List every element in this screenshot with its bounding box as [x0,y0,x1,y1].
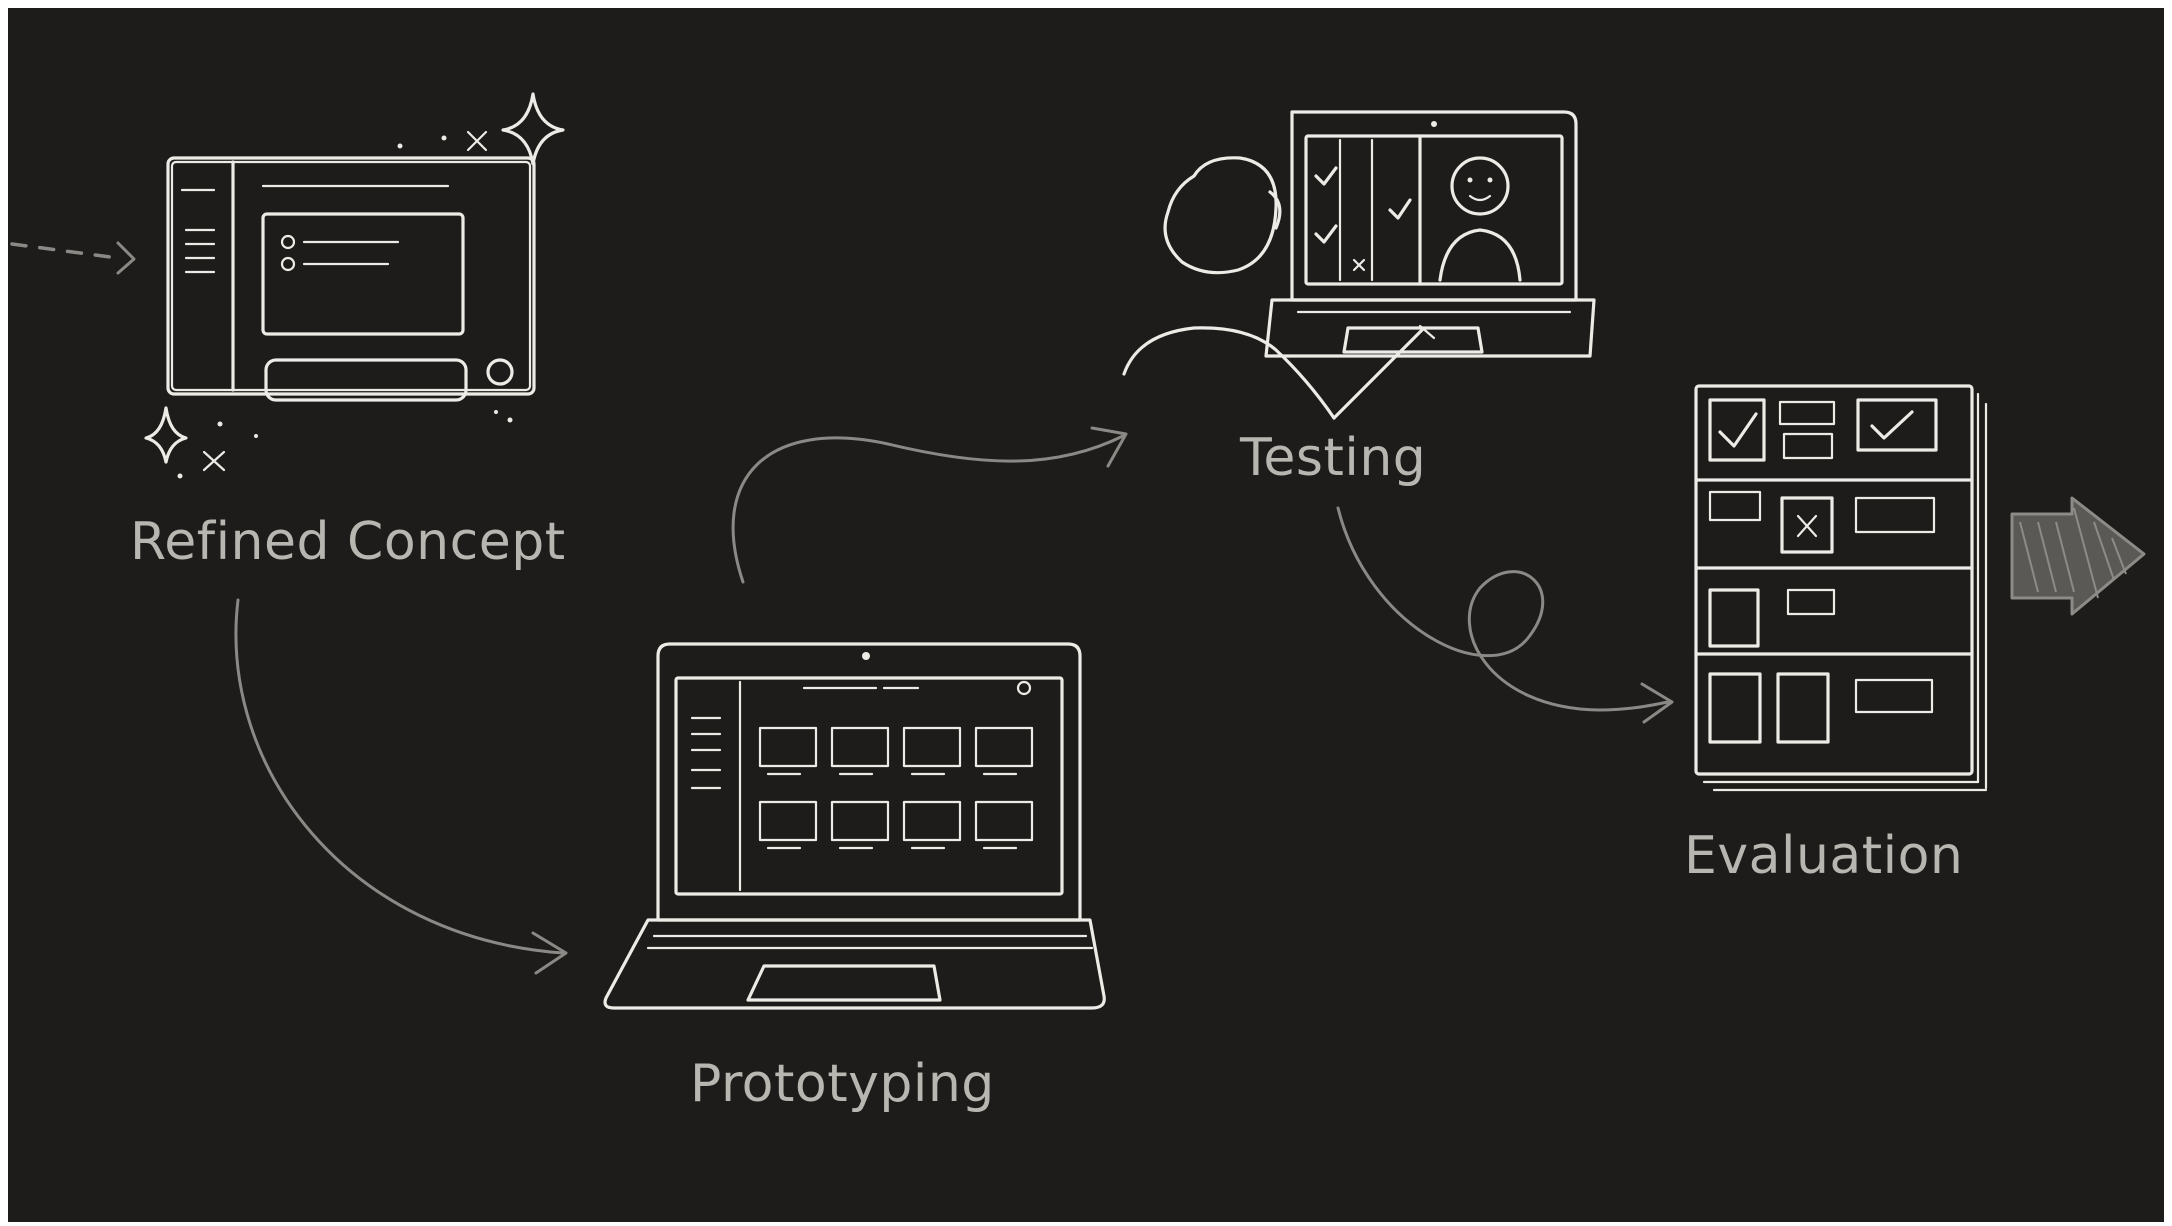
stage-label-refined-concept: Refined Concept [130,512,566,572]
user-testing-laptop-icon [1122,110,1596,420]
laptop-grid-icon [603,642,1106,1010]
flow-arrow-concept-to-prototyping [234,598,568,975]
stage-label-testing: Testing [1240,428,1427,488]
flow-arrow-testing-to-evaluation [1336,506,1674,724]
sparkle-window-icon [144,92,565,479]
flow-diagram [10,92,2146,1010]
stage-label-prototyping: Prototyping [690,1054,995,1114]
stage-label-evaluation: Evaluation [1684,826,1964,886]
outgoing-arrow-icon [2010,496,2146,616]
incoming-dashed-arrow [10,241,136,275]
diagram-board: Refined Concept Prototyping Testing Eval… [8,8,2164,1222]
checklist-document-icon [1694,384,1988,792]
flow-arrow-prototyping-to-testing [731,426,1128,584]
